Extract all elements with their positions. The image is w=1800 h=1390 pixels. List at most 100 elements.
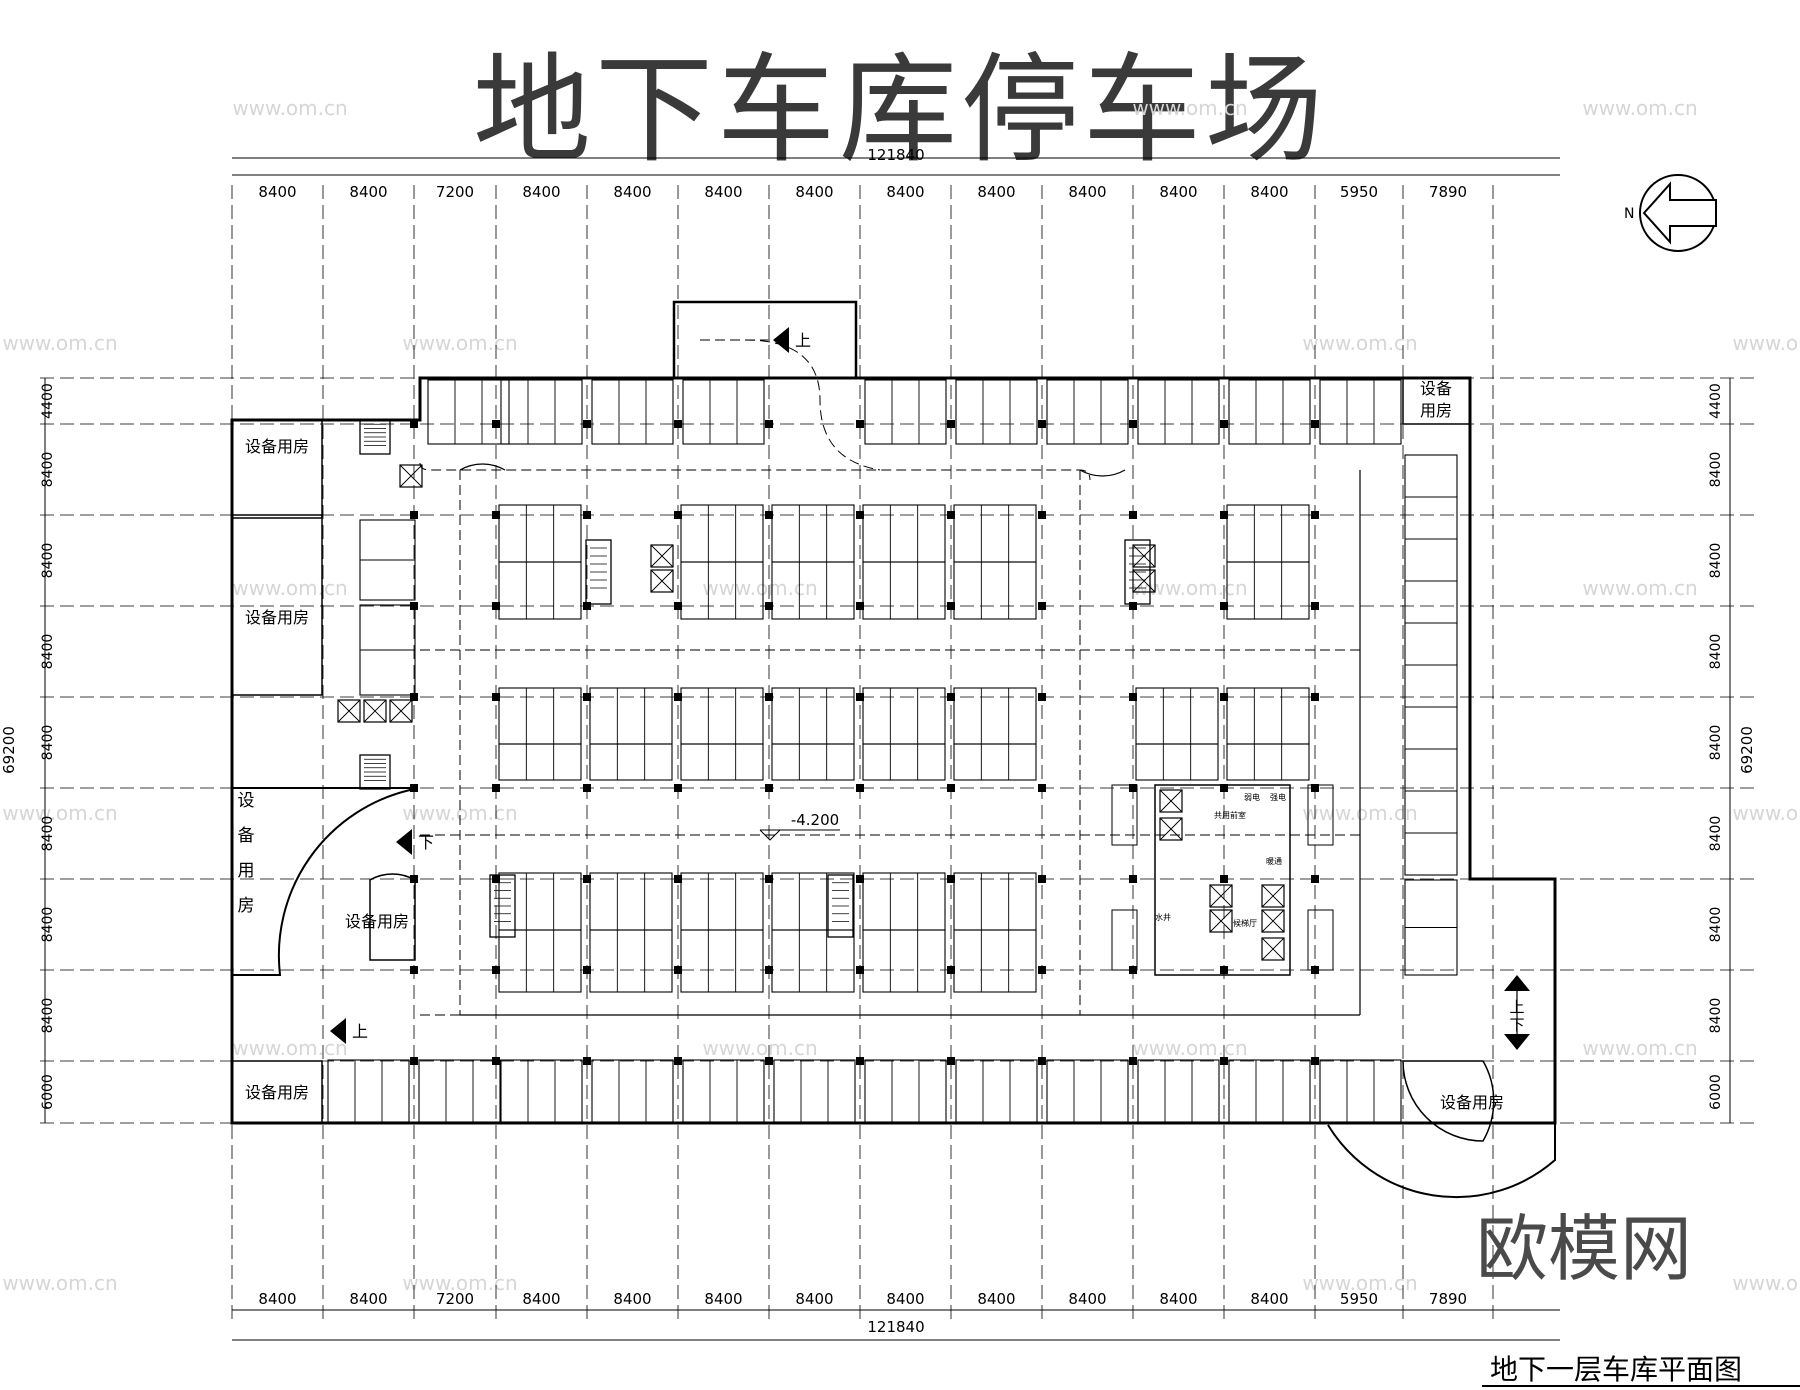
column-marker (1038, 875, 1046, 883)
column-marker (1220, 784, 1228, 792)
parking-block (771, 743, 855, 781)
dimension-label: 8400 (704, 183, 742, 201)
column-marker (765, 784, 773, 792)
equipment-room (231, 1060, 323, 1124)
caption-underline (1482, 1385, 1800, 1387)
parking-block (864, 379, 947, 445)
column-marker (674, 784, 682, 792)
parking-block (955, 1059, 1038, 1123)
watermark-text: www.om.cn (232, 96, 347, 120)
column-marker (410, 875, 418, 883)
column-marker (583, 966, 591, 974)
parking-block (589, 872, 673, 931)
column-marker (765, 511, 773, 519)
dimension-label: 8400 (40, 907, 56, 943)
room-label-equipment-line: 设备 (1420, 379, 1452, 398)
parking-block (682, 1059, 765, 1123)
column-marker (856, 693, 864, 701)
dimension-total-top: 121840 (867, 146, 924, 164)
parking-block (773, 1059, 856, 1123)
column-marker (1038, 602, 1046, 610)
elevator-icon (1159, 789, 1183, 813)
column-marker (583, 602, 591, 610)
parking-block (1319, 1059, 1402, 1123)
column-marker (765, 1057, 773, 1065)
elevator-icon (1159, 817, 1183, 841)
parking-block (498, 504, 582, 563)
ramp-wall (231, 787, 411, 976)
parking-block (680, 687, 764, 745)
equipment-room (231, 419, 323, 519)
stair-core (585, 539, 612, 605)
building-outline (230, 300, 1557, 1199)
dimension-label: 8400 (522, 183, 560, 201)
room-labels: 上下上上下-4.200设备用房设备用房设备用房设备用房设备用房设备用房设备用房共… (238, 327, 1530, 1112)
column-marker (674, 693, 682, 701)
north-arrow-icon: N (1624, 174, 1717, 252)
dimension-label: 4400 (40, 383, 56, 419)
watermark-text: www.om.cn (1732, 801, 1800, 825)
column-marker (410, 511, 418, 519)
column-marker (1220, 511, 1228, 519)
structural-columns (410, 420, 1319, 1065)
dimension-label: 8400 (258, 183, 296, 201)
dimension-label: 8400 (40, 452, 56, 488)
parking-block (862, 687, 946, 745)
parking-block (589, 687, 673, 745)
ramp-label: 上 (795, 331, 811, 350)
parking-block (953, 561, 1037, 620)
dimension-label: 8400 (1708, 543, 1724, 579)
dimension-label: 5950 (1340, 183, 1378, 201)
parking-block (953, 687, 1037, 745)
column-marker (1038, 784, 1046, 792)
dimension-label: 6000 (1708, 1074, 1724, 1110)
parking-block (953, 504, 1037, 563)
column-marker (1129, 602, 1137, 610)
dimension-label: 7200 (436, 1290, 474, 1308)
parking-block (682, 379, 765, 445)
parking-block (1228, 1059, 1311, 1123)
parking-block (862, 929, 946, 993)
dimension-label: 8400 (1708, 816, 1724, 852)
column-marker (1038, 966, 1046, 974)
column-marker (1220, 420, 1228, 428)
room-label-equipment: 设备用房 (245, 437, 309, 456)
column-marker (947, 602, 955, 610)
stair-cores (337, 419, 1334, 976)
core-box (1307, 909, 1334, 971)
column-marker (765, 966, 773, 974)
watermark-text: www.om.cn (702, 576, 817, 600)
lane-arc (459, 463, 1126, 477)
column-marker (1129, 784, 1137, 792)
parking-block (862, 504, 946, 563)
parking-block (1226, 504, 1310, 563)
parking-block (955, 379, 1038, 445)
parking-block (862, 743, 946, 781)
column-marker (1311, 784, 1319, 792)
dimension-label: 8400 (1708, 907, 1724, 943)
parking-block (589, 929, 673, 993)
column-marker (1220, 1057, 1228, 1065)
column-marker (492, 784, 500, 792)
column-marker (856, 1057, 864, 1065)
drive-lanes (419, 339, 1361, 1016)
parking-block (864, 1059, 947, 1123)
column-marker (583, 420, 591, 428)
watermark-text: www.om.cn (2, 1271, 117, 1295)
column-marker (947, 420, 955, 428)
column-marker (1220, 602, 1228, 610)
parking-block (327, 1059, 410, 1123)
room-label-equipment-vertical: 房 (238, 896, 255, 916)
parking-block (498, 743, 582, 781)
elevator-icon (1209, 884, 1233, 908)
dimension-label: 8400 (977, 1290, 1015, 1308)
elevator-icon (389, 699, 413, 723)
dimension-label: 8400 (977, 183, 1015, 201)
dimension-label: 8400 (1708, 998, 1724, 1034)
dimension-label: 8400 (613, 1290, 651, 1308)
dimension-label: 8400 (886, 183, 924, 201)
parking-block (680, 872, 764, 931)
grid-lines (40, 185, 1760, 1325)
dimension-label: 8400 (349, 183, 387, 201)
